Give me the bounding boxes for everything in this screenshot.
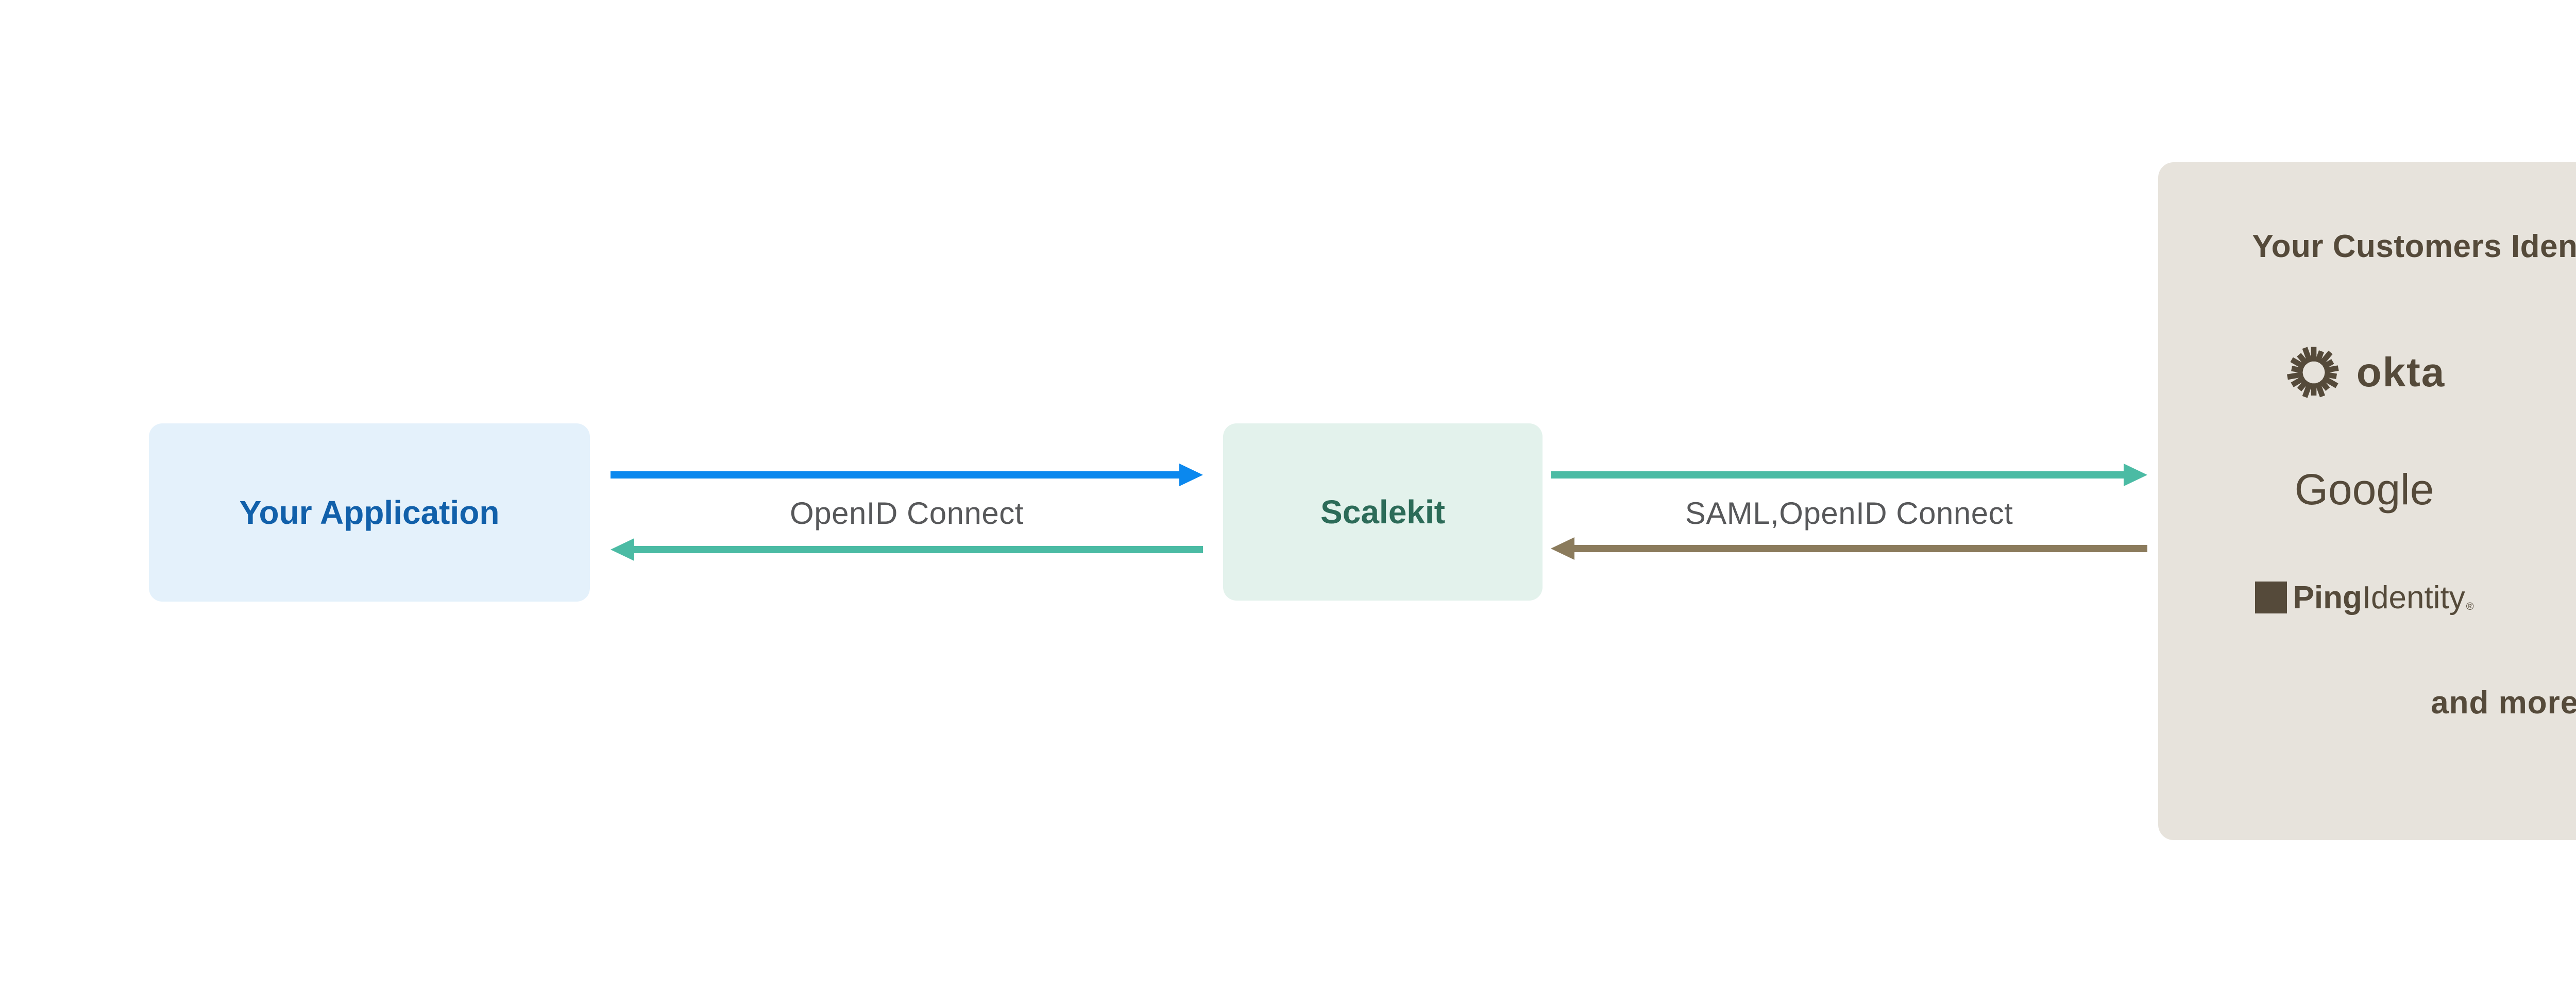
identity-providers-title: Your Customers Identity Providers	[2252, 229, 2576, 264]
your-application-label: Your Application	[239, 494, 500, 531]
ping-wordmark-bold: Ping	[2293, 579, 2362, 616]
okta-wordmark: okta	[2356, 349, 2446, 395]
scalekit-to-app-arrow	[611, 538, 1203, 561]
arrow-head-icon	[1551, 537, 1574, 560]
app-to-scalekit-arrow	[611, 464, 1203, 486]
identity-providers-panel: Your Customers Identity Providers	[2158, 162, 2576, 840]
idp-to-scalekit-arrow	[1551, 537, 2147, 560]
saml-openid-connect-label: SAML,OpenID Connect	[1685, 496, 2013, 531]
arrow-shaft	[611, 471, 1183, 479]
scalekit-node: Scalekit	[1223, 423, 1543, 601]
okta-sunburst-icon	[2286, 347, 2339, 398]
google-wordmark: Google	[2294, 465, 2434, 514]
ping-wordmark-rest: Identity	[2362, 579, 2465, 616]
identity-providers-grid: okta Azure Google onelogin	[2194, 342, 2576, 619]
and-more-text: and more...	[2431, 685, 2576, 721]
openid-connect-label: OpenID Connect	[790, 496, 1024, 531]
scalekit-to-idp-arrow	[1551, 464, 2147, 486]
registered-trademark-mark: ®	[2466, 601, 2474, 612]
okta-logo: okta	[2283, 342, 2446, 403]
ping-identity-logo: Ping Identity ®	[2255, 579, 2474, 616]
scalekit-label: Scalekit	[1320, 493, 1445, 531]
google-logo: Google	[2295, 465, 2434, 515]
your-application-node: Your Application	[149, 423, 590, 602]
arrow-shaft	[630, 546, 1203, 553]
arrow-head-icon	[611, 538, 634, 561]
arrow-head-icon	[1179, 464, 1203, 486]
arrow-shaft	[1551, 471, 2128, 479]
ping-square-icon	[2255, 582, 2287, 613]
arrow-shaft	[1570, 545, 2147, 552]
arrow-head-icon	[2124, 464, 2147, 486]
